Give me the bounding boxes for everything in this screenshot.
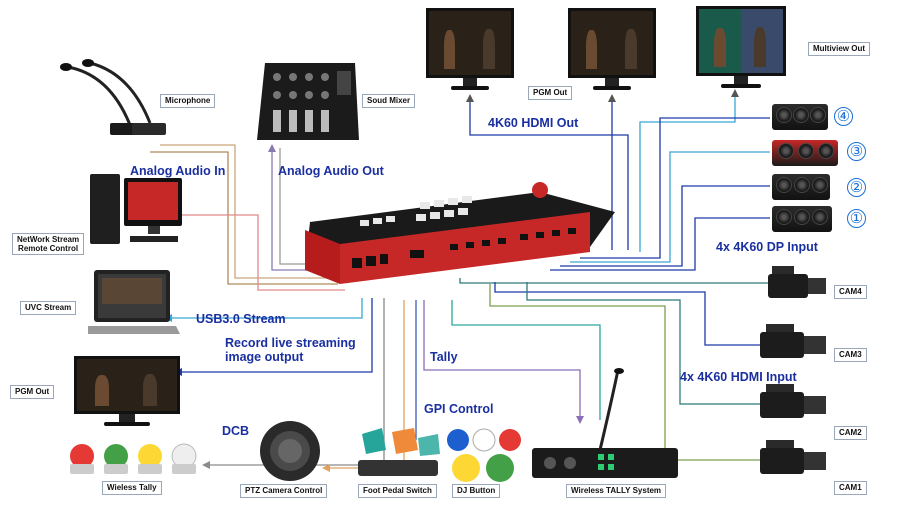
dp-number-1: ① <box>847 209 866 228</box>
annotation-record: Record live streaming image output <box>225 336 356 364</box>
computer-icon <box>90 174 182 244</box>
annotation-dcb: DCB <box>222 424 250 438</box>
label-cam3: CAM3 <box>834 348 867 362</box>
wire-cam4 <box>459 278 768 284</box>
arrow-ptz <box>322 464 330 472</box>
gpu-1 <box>772 206 832 232</box>
label-wireless-tally: Wieless Tally <box>102 481 162 495</box>
arrow-pgm <box>466 94 474 102</box>
joystick-icon <box>260 421 320 481</box>
annotation-hdmi-input: 4x 4K60 HDMI Input <box>680 370 797 384</box>
wire-multiview <box>639 95 736 252</box>
dp-number-3: ③ <box>847 142 866 161</box>
mixer-icon <box>257 63 359 140</box>
wire-dp3 <box>570 151 770 263</box>
camera-1-icon <box>760 440 826 474</box>
wire-microphone <box>160 144 335 279</box>
wire-gpi <box>423 300 581 420</box>
laptop-icon <box>88 270 180 334</box>
wire-dp1 <box>550 217 770 271</box>
microphone-icon <box>60 59 166 135</box>
wire-cam1 <box>489 284 762 461</box>
annotation-hdmi-out: 4K60 HDMI Out <box>488 116 579 130</box>
annotation-tally: Tally <box>430 350 458 364</box>
annotation-analog-out: Analog Audio Out <box>278 164 384 178</box>
wire-pgm-left <box>182 298 373 373</box>
label-ptz: PTZ Camera Control <box>240 484 328 498</box>
annotation-gpi: GPI Control <box>424 402 494 416</box>
arrow-tally <box>202 461 210 469</box>
label-microphone: Microphone <box>160 94 216 108</box>
dj-button-icon <box>447 428 521 482</box>
camera-3-icon <box>760 324 826 358</box>
wire-cam3 <box>494 282 762 346</box>
dp-number-4: ④ <box>834 107 853 126</box>
wire-cam2 <box>526 282 762 405</box>
wire-dp2 <box>560 185 770 267</box>
camera-4-icon <box>768 266 826 298</box>
label-pgm-out-top: PGM Out <box>528 86 573 100</box>
annotation-usb: USB3.0 Stream <box>196 312 286 326</box>
tally-lights-icon <box>70 443 197 474</box>
annotation-analog-in: Analog Audio In <box>130 164 226 178</box>
label-tally-system: Wireless TALLY System <box>566 484 667 498</box>
label-foot-pedal: Foot Pedal Switch <box>358 484 437 498</box>
video-switcher <box>305 182 615 284</box>
pgm-monitor-2 <box>568 8 656 90</box>
multiview-monitor <box>696 6 786 88</box>
wire-microphone-2 <box>150 151 338 285</box>
label-cam1: CAM1 <box>834 481 867 495</box>
network-stream-text: NetWork Stream Remote Control <box>17 235 80 253</box>
wire-tally-system <box>451 300 601 420</box>
gpu-3 <box>772 140 838 166</box>
label-pgm-out-left: PGM Out <box>10 385 55 399</box>
label-cam2: CAM2 <box>834 426 867 440</box>
foot-pedal-icon <box>358 428 440 476</box>
arrow-mixer <box>268 144 276 152</box>
pgm-monitor-left <box>74 356 180 426</box>
wire-network <box>175 214 345 291</box>
label-sound-mixer: Soud Mixer <box>362 94 416 108</box>
label-multiview-out: Multiview Out <box>808 42 870 56</box>
dp-number-2: ② <box>847 178 866 197</box>
gpu-2 <box>772 174 830 200</box>
wire-dp4 <box>580 117 770 259</box>
wire-uvc <box>172 298 363 319</box>
label-uvc-stream: UVC Stream <box>20 301 77 315</box>
label-cam4: CAM4 <box>834 285 867 299</box>
label-network-stream: NetWork Stream Remote Control <box>12 233 85 255</box>
gpu-4 <box>772 104 828 130</box>
arrow-pgm-2 <box>608 94 616 102</box>
wire-hdmi-out <box>469 100 629 250</box>
label-dj-button: DJ Button <box>452 484 501 498</box>
pgm-monitor-1 <box>426 8 514 90</box>
camera-2-icon <box>760 384 826 418</box>
annotation-dp-input: 4x 4K60 DP Input <box>716 240 818 254</box>
arrow-multiview <box>731 89 739 97</box>
arrow-gpi <box>576 416 584 424</box>
tally-system-icon <box>532 368 678 478</box>
